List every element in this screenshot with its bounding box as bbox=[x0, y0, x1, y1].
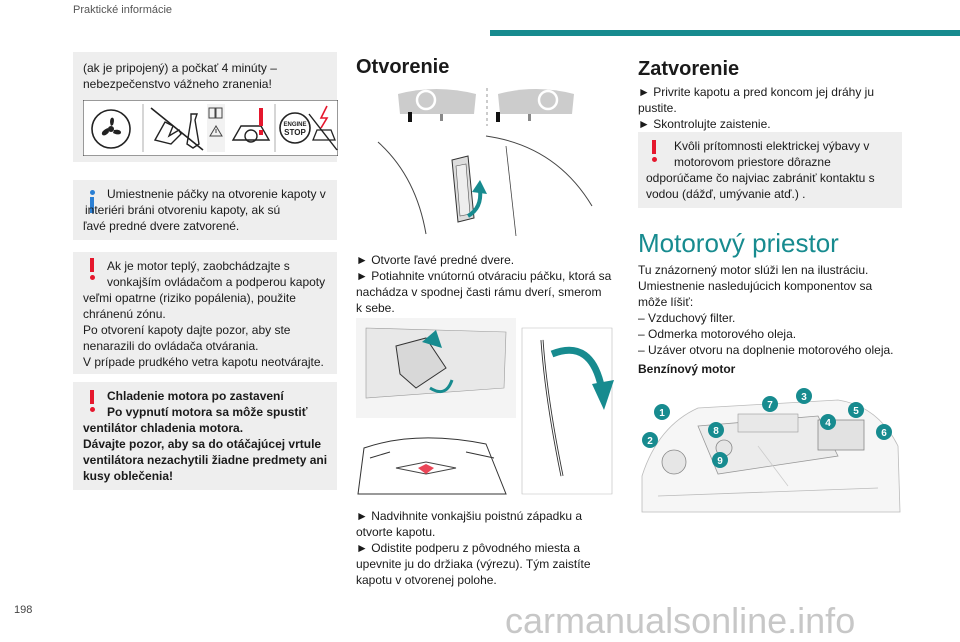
warn2-line-4: Dávajte pozor, aby sa do otáčajúcej vrtu… bbox=[83, 437, 322, 451]
open-step-2-cont: nachádza v spodnej časti rámu dverí, sme… bbox=[356, 285, 602, 299]
water-warn-line-4: vodou (dážď, umývanie atď.) . bbox=[646, 187, 806, 201]
box1-line-2: nebezpečenstvo vážneho zranenia! bbox=[83, 77, 272, 91]
engine-bay-line-1: Tu znázornený motor slúži len na ilustrá… bbox=[638, 263, 869, 277]
svg-text:6: 6 bbox=[881, 428, 887, 439]
info-box: Umiestnenie páčky na otvorenie kapoty v … bbox=[73, 180, 337, 240]
open-step-4-cont: upevnite ju do držiaka (výrezu). Tým zai… bbox=[356, 557, 591, 571]
section-title-engine-bay: Motorový priestor bbox=[638, 228, 839, 258]
open-step-2-end: k sebe. bbox=[356, 301, 395, 315]
open-step-2: ► Potiahnite vnútornú otváraciu páčku, k… bbox=[356, 269, 612, 283]
component-air-filter: – Vzduchový filter. bbox=[638, 311, 736, 325]
latch-detail bbox=[356, 318, 516, 418]
interior-lever-illustration bbox=[377, 88, 593, 236]
callout-7: 7 bbox=[762, 396, 778, 412]
running-header: Praktické informácie bbox=[73, 4, 173, 16]
open-steps-1: ► Otvorte ľavé predné dvere. ► Potiahnit… bbox=[356, 252, 618, 316]
warning-icon bbox=[90, 390, 94, 404]
callout-6: 6 bbox=[876, 424, 892, 440]
hot-engine-icon bbox=[231, 108, 271, 143]
warn1-line-4: chránenú zónu. bbox=[83, 307, 166, 321]
section-title-open: Otvorenie bbox=[356, 56, 450, 78]
petrol-engine-subtitle: Benzínový motor bbox=[638, 362, 736, 376]
info-line-1: Umiestnenie páčky na otvorenie kapoty v bbox=[107, 187, 326, 201]
fan-icon bbox=[91, 109, 131, 149]
warn1-line-6: nenarazili do ovládača otvárania. bbox=[83, 339, 259, 353]
warn1-line-5: Po otvorení kapoty dajte pozor, aby ste bbox=[83, 323, 291, 337]
manual-warning-icon bbox=[207, 104, 225, 152]
water-warn-line-2: motorovom priestore dôrazne bbox=[674, 155, 831, 169]
info-line-3: ľavé predné dvere zatvorené. bbox=[83, 219, 240, 233]
open-step-4-end: kapotu v otvorenej polohe. bbox=[356, 573, 497, 587]
callout-8: 8 bbox=[708, 422, 724, 438]
section-title-close: Zatvorenie bbox=[638, 58, 740, 80]
svg-text:7: 7 bbox=[767, 400, 773, 411]
component-oil-cap: – Uzáver otvoru na doplnenie motorového … bbox=[638, 343, 894, 357]
box1-line-1: (ak je pripojený) a počkať 4 minúty – bbox=[83, 61, 277, 75]
engine-bay-text: Tu znázornený motor slúži len na ilustrá… bbox=[638, 262, 908, 358]
warn1-line-1: Ak je motor teplý, zaobchádzajte s bbox=[107, 259, 290, 273]
svg-text:4: 4 bbox=[825, 418, 831, 429]
warn2-line-3: ventilátor chladenia motora. bbox=[83, 421, 244, 435]
svg-text:2: 2 bbox=[647, 436, 653, 447]
water-warn-line-1: Kvôli prítomnosti elektrickej výbavy v bbox=[674, 139, 870, 153]
open-step-4: ► Odistite podperu z pôvodného miesta a bbox=[356, 541, 581, 555]
warn1-line-3: veľmi opatrne (riziko popálenia), použit… bbox=[83, 291, 296, 305]
warn2-line-6: kusy oblečenia! bbox=[83, 469, 174, 483]
car-front-icon bbox=[357, 437, 507, 495]
prop-rod-detail bbox=[521, 327, 614, 495]
svg-text:STOP: STOP bbox=[284, 128, 306, 137]
cooling-fan-warning-box: Chladenie motora po zastavení Po vypnutí… bbox=[73, 382, 337, 490]
svg-text:ENGINE: ENGINE bbox=[283, 122, 306, 128]
warn2-line-2: Po vypnutí motora sa môže spustiť bbox=[107, 405, 308, 419]
callout-4: 4 bbox=[820, 414, 836, 430]
pull-arrow-icon bbox=[472, 180, 487, 194]
open-steps-2: ► Nadvihnite vonkajšiu poistnú západku a… bbox=[356, 508, 618, 588]
warn2-line-1: Chladenie motora po zastavení bbox=[107, 389, 284, 403]
info-line-2: interiéri bráni otvoreniu kapoty, ak sú bbox=[85, 203, 281, 217]
header-accent-bar bbox=[490, 30, 960, 36]
component-dipstick: – Odmerka motorového oleja. bbox=[638, 327, 797, 341]
engine-stop-icon: ENGINE STOP bbox=[279, 112, 311, 144]
warning-continuation-box: (ak je pripojený) a počkať 4 minúty – ne… bbox=[73, 52, 338, 162]
rhd-dashboard-icon bbox=[496, 89, 574, 122]
close-steps: ► Privrite kapotu a pred koncom jej dráh… bbox=[638, 84, 900, 132]
lhd-dashboard-icon bbox=[398, 89, 476, 122]
callout-3: 3 bbox=[796, 388, 812, 404]
petrol-engine-diagram: 1 2 3 4 5 6 7 8 9 bbox=[638, 386, 902, 516]
water-warn-line-3: odporúčame čo najviac zabrániť kontaktu … bbox=[646, 171, 875, 185]
callout-1: 1 bbox=[654, 404, 670, 420]
svg-text:8: 8 bbox=[713, 426, 719, 437]
lift-arrow-icon bbox=[422, 330, 442, 348]
raise-arrow-icon bbox=[592, 380, 614, 410]
svg-text:3: 3 bbox=[801, 392, 807, 403]
svg-text:9: 9 bbox=[717, 456, 723, 467]
callout-2: 2 bbox=[642, 432, 658, 448]
warning-icon bbox=[652, 140, 656, 154]
open-step-1: ► Otvorte ľavé predné dvere. bbox=[356, 253, 515, 267]
hood-latch-illustration bbox=[356, 318, 618, 498]
svg-text:1: 1 bbox=[659, 408, 665, 419]
car-electric-icon bbox=[308, 105, 338, 151]
watermark: carmanualsonline.info bbox=[505, 600, 856, 641]
page-number: 198 bbox=[14, 604, 33, 616]
warn1-line-7: V prípade prudkého vetra kapotu neotvára… bbox=[83, 355, 324, 369]
safety-pictogram-strip: ENGINE STOP bbox=[83, 100, 338, 156]
svg-text:5: 5 bbox=[853, 406, 859, 417]
callout-9: 9 bbox=[712, 452, 728, 468]
warn2-line-5: ventilátora nezachytili žiadne predmety … bbox=[83, 453, 328, 467]
close-step-1-cont: pustite. bbox=[638, 101, 677, 115]
engine-bay-line-2: Umiestnenie nasledujúcich komponentov sa bbox=[638, 279, 873, 293]
close-step-1: ► Privrite kapotu a pred koncom jej dráh… bbox=[638, 85, 874, 99]
open-step-3: ► Nadvihnite vonkajšiu poistnú západku a bbox=[356, 509, 583, 523]
warning-icon bbox=[90, 258, 94, 272]
warn1-line-2: vonkajším ovládačom a podperou kapoty bbox=[107, 275, 326, 289]
callout-5: 5 bbox=[848, 402, 864, 418]
hot-engine-warning-box: Ak je motor teplý, zaobchádzajte s vonka… bbox=[73, 252, 337, 374]
open-step-3-cont: otvorte kapotu. bbox=[356, 525, 436, 539]
info-icon bbox=[90, 190, 95, 195]
hand-tie-icon bbox=[150, 107, 204, 151]
water-warning-box: Kvôli prítomnosti elektrickej výbavy v m… bbox=[638, 132, 902, 208]
close-step-2: ► Skontrolujte zaistenie. bbox=[638, 117, 771, 131]
engine-bay-line-3: môže líšiť: bbox=[638, 295, 694, 309]
